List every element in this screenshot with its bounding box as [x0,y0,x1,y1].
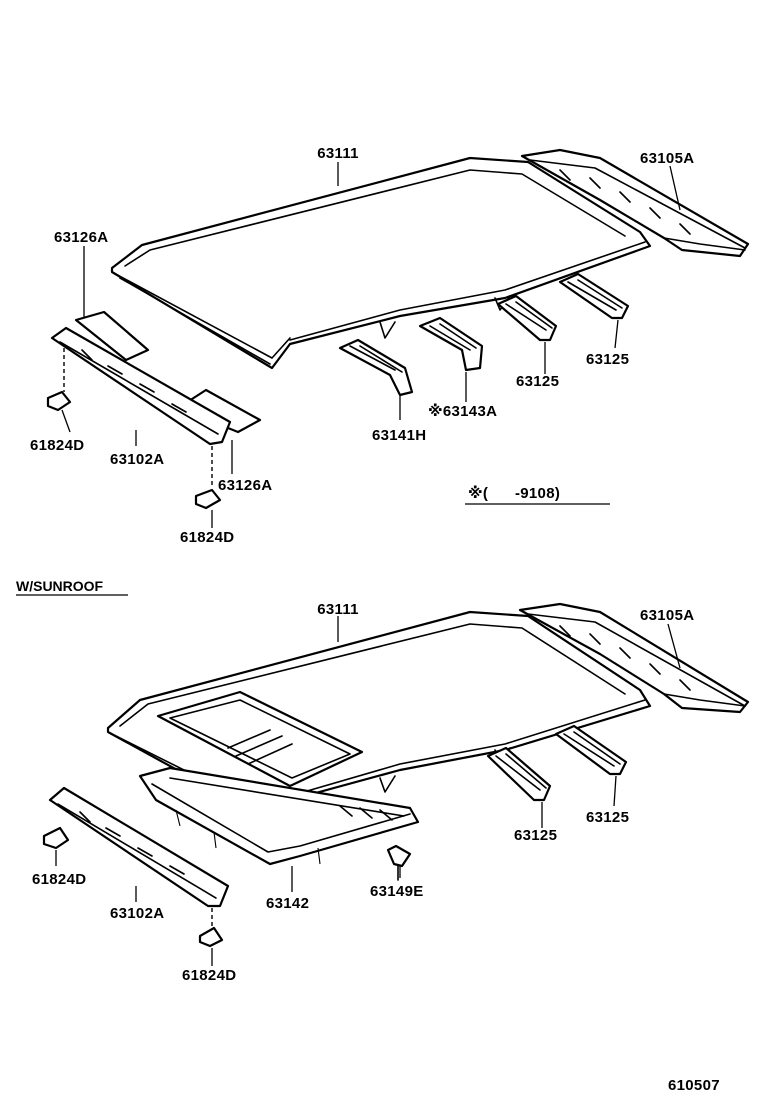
bow-second-top [418,316,484,372]
footnote-date-range: ※( -9108) [468,484,560,502]
bow-middle-sunroof [486,746,552,802]
label-bow-front-note-top: ※63143A [428,402,497,420]
label-bow-middle-top: 63125 [516,373,559,390]
label-sunroof-frame: 63142 [266,895,309,912]
sunroof-clip [386,844,412,881]
label-bow-rear-sunroof: 63125 [586,809,629,826]
clip-top-right [194,488,222,510]
label-clip-sunroof-left: 61824D [32,871,86,888]
label-front-sheet-top-left: 63126A [54,229,108,246]
label-bow-rear-top: 63125 [586,351,629,368]
bow-front-top [338,338,414,397]
label-front-reinforcement-top: 63102A [110,451,164,468]
label-sunroof-clip: 63149E [370,883,424,900]
clip-top-left [46,390,72,412]
roof-panel-top [110,156,652,370]
clip-sunroof-left [42,826,70,850]
label-bow-middle-sunroof: 63125 [514,827,557,844]
section-title-sunroof: W/SUNROOF [16,578,104,594]
label-rear-reinforcement-top: 63105A [640,150,694,167]
bow-rear-sunroof [554,724,628,776]
label-front-sheet-top-right: 63126A [218,477,272,494]
label-front-reinforcement-sunroof: 63102A [110,905,164,922]
label-bow-front-top: 63141H [372,427,426,444]
front-reinforcement-top [50,326,232,446]
bow-third-top [496,294,558,342]
label-clip-sunroof-right: 61824D [182,967,236,984]
label-clip-top-left: 61824D [30,437,84,454]
front-sheet-top-left [74,310,150,362]
bow-rear-top [558,272,630,320]
figure-code: 610507 [668,1077,720,1094]
rear-reinforcement-top [520,148,750,258]
top-assembly: 63111 63105A 63126A 61824D 63102A 63126A… [30,145,750,546]
label-rear-reinforcement-sunroof: 63105A [640,607,694,624]
label-roof-headlining-sunroof: 63111 [317,601,359,618]
label-clip-top-right: 61824D [180,529,234,546]
clip-sunroof-right [198,926,224,948]
rear-reinforcement-sunroof [518,602,750,714]
label-roof-headlining-top: 63111 [317,145,359,162]
front-reinforcement-sunroof [48,786,230,908]
sunroof-frame [138,766,420,866]
sunroof-assembly: W/SUNROOF [16,578,750,984]
